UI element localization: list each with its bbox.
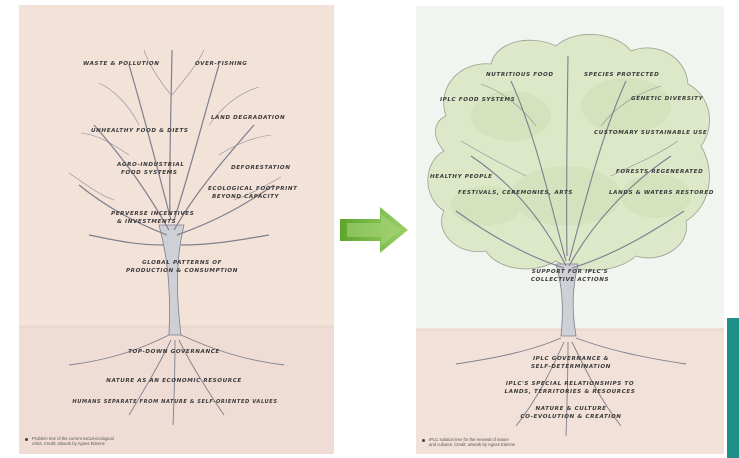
label-deforestation: DEFORESTATION [231,165,291,171]
label-genetic-diversity: GENETIC DIVERSITY [631,96,704,102]
label-agro-industrial-line2: FOOD SYSTEMS [121,170,178,176]
caption-right-line2: and cultures. Credit: artwork by Agnes E… [429,442,516,448]
label-forests-regenerated: FORESTS REGENERATED [616,169,704,175]
label-nutritious-food: NUTRITIOUS FOOD [486,72,554,78]
teal-edge-strip [727,318,739,458]
label-nature-culture-line2: CO-EVOLUTION & CREATION [520,414,622,420]
label-humans-separate: HUMANS SEPARATE FROM NATURE & SELF-ORIEN… [72,399,278,405]
caption-left-line1: Problem tree of the current social-ecolo… [32,436,114,441]
label-top-down: TOP-DOWN GOVERNANCE [128,349,220,355]
label-iplc-food: IPLC FOOD SYSTEMS [440,97,516,103]
label-relationships-line2: LANDS, TERRITORIES & RESOURCES [504,389,636,395]
label-eco-footprint-line2: BEYOND CAPACITY [212,194,280,200]
label-unhealthy-food: UNHEALTHY FOOD & DIETS [91,128,189,134]
label-governance-line1: IPLC GOVERNANCE & [532,356,610,362]
label-healthy-people: HEALTHY PEOPLE [430,174,493,180]
label-governance-line2: SELF-DETERMINATION [531,364,611,370]
label-customary-use: CUSTOMARY SUSTAINABLE USE [594,130,708,136]
label-over-fishing: OVER-FISHING [195,61,248,67]
label-agro-industrial-line1: AGRO-INDUSTRIAL [117,162,185,168]
label-perverse-line1: PERVERSE INCENTIVES [111,211,195,217]
label-support-line1: SUPPORT FOR IPLC'S [531,269,609,275]
caption-right-line1: IPLC solution tree for the renewal of na… [429,437,509,442]
label-eco-footprint-line1: ECOLOGICAL FOOTPRINT [208,186,298,192]
label-global-line1: GLOBAL PATTERNS OF [141,260,223,266]
caption-right: IPLC solution tree for the renewal of na… [429,437,539,447]
label-species-protected: SPECIES PROTECTED [584,72,660,78]
caption-bullet [422,439,425,442]
label-land-degradation: LAND DEGRADATION [211,115,286,121]
label-festivals: FESTIVALS, CEREMONIES, ARTS [458,190,574,196]
right-arrow-icon [340,207,408,253]
problem-tree-illustration [19,5,334,454]
problem-tree-panel: WASTE & POLLUTION OVER-FISHING UNHEALTHY… [19,5,334,454]
caption-left: Problem tree of the current social-ecolo… [32,436,142,446]
label-nature-resource: NATURE AS AN ECONOMIC RESOURCE [106,378,242,384]
label-perverse-line2: & INVESTMENTS [117,219,177,225]
solution-tree-panel: NUTRITIOUS FOOD SPECIES PROTECTED IPLC F… [416,6,724,454]
caption-left-line2: crisis. Credit: artwork by Agnes Etienne [32,441,105,447]
solution-tree-illustration [416,6,724,454]
label-global-line2: PRODUCTION & CONSUMPTION [125,268,239,274]
label-lands-waters: LANDS & WATERS RESTORED [609,190,715,196]
caption-bullet [25,438,28,441]
label-support-line2: COLLECTIVE ACTIONS [530,277,610,283]
label-nature-culture-line1: NATURE & CULTURE [535,406,607,412]
label-waste-pollution: WASTE & POLLUTION [83,61,160,67]
label-relationships-line1: IPLC'S SPECIAL RELATIONSHIPS TO [505,381,635,387]
